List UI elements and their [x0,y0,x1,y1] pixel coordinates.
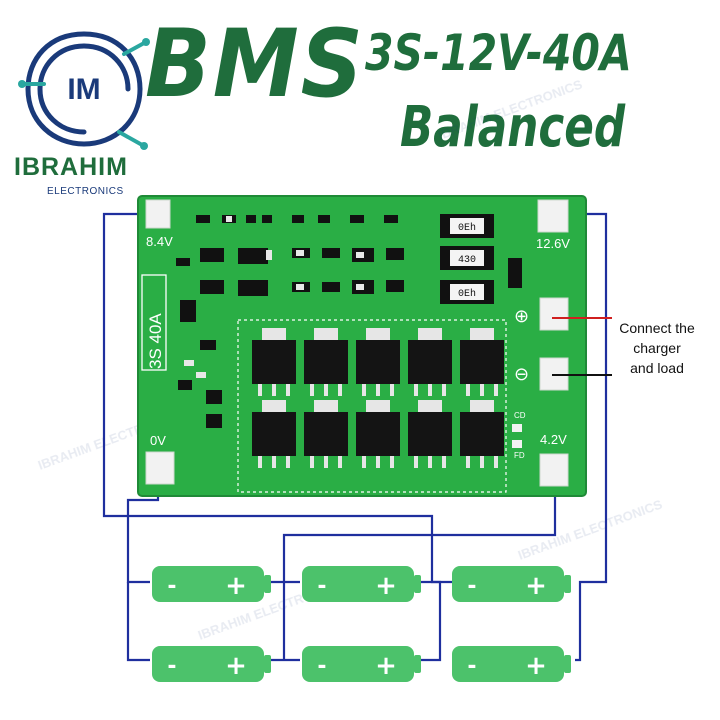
charger-annotation: Connect the charger and load [598,318,716,378]
side-mark-cd: CD [514,411,526,420]
battery-pack: -+-+-+-+-+-+ [152,566,571,682]
terminal-label-8v4: 8.4V [146,234,173,249]
battery-minus-label: - [167,574,176,599]
watermark-1: IBRAHIM ELECTRONICS [436,76,585,142]
mosfet [304,400,348,468]
minus-symbol: ⊖ [514,364,529,385]
battery-minus-label: - [467,654,476,679]
mosfet [460,400,504,468]
terminal-pad-0v [145,451,175,485]
terminal-pad-4v2 [539,453,569,487]
mosfet [408,328,452,396]
battery-minus-label: - [317,574,326,599]
mosfet [356,400,400,468]
brand-subtitle: ELECTRONICS [47,186,124,197]
company-logo: IM [18,31,150,150]
battery-cell: -+ [152,646,271,682]
terminal-label-12v6: 12.6V [536,236,570,251]
annotation-line-3: and load [630,360,684,376]
side-mark-fd: FD [514,451,525,460]
battery-minus-label: - [317,654,326,679]
mosfet-array [252,328,504,468]
mosfet [356,328,400,396]
resistor-code-3: 0Eh [458,288,476,300]
silkscreen-label: 3S 40A [146,313,165,369]
battery-plus-label: + [525,651,547,681]
battery-cell: -+ [152,566,271,602]
battery-cell: -+ [452,646,571,682]
brand-name: IBRAHIM [14,153,128,181]
page-title: BMS [145,10,365,119]
battery-plus-label: + [375,651,397,681]
balanced-heading: Balanced [400,95,626,160]
mosfet [408,400,452,468]
mosfet [460,328,504,396]
battery-plus-label: + [525,571,547,601]
plus-symbol: ⊕ [514,306,529,327]
battery-minus-label: - [467,574,476,599]
mosfet [252,328,296,396]
mosfet [252,400,296,468]
battery-cell: -+ [302,566,421,602]
terminal-label-0v: 0V [150,433,166,448]
battery-minus-label: - [167,654,176,679]
terminal-pad-plus [539,297,569,331]
battery-plus-label: + [225,651,247,681]
watermark-3: IBRAHIM ELECTRONICS [516,496,665,562]
annotation-line-1: Connect the [619,320,695,336]
annotation-line-2: charger [633,340,681,356]
battery-cell: -+ [452,566,571,602]
terminal-label-4v2: 4.2V [540,432,567,447]
resistor-code-2: 430 [458,255,476,266]
logo-monogram: IM [67,73,100,106]
terminal-pad-8v4 [145,199,171,229]
battery-plus-label: + [225,571,247,601]
battery-cell: -+ [302,646,421,682]
mosfet [304,328,348,396]
spec-heading: 3S-12V-40A [365,24,632,82]
resistor-code-1: 0Eh [458,222,476,234]
battery-plus-label: + [375,571,397,601]
terminal-pad-12v6 [537,199,569,233]
